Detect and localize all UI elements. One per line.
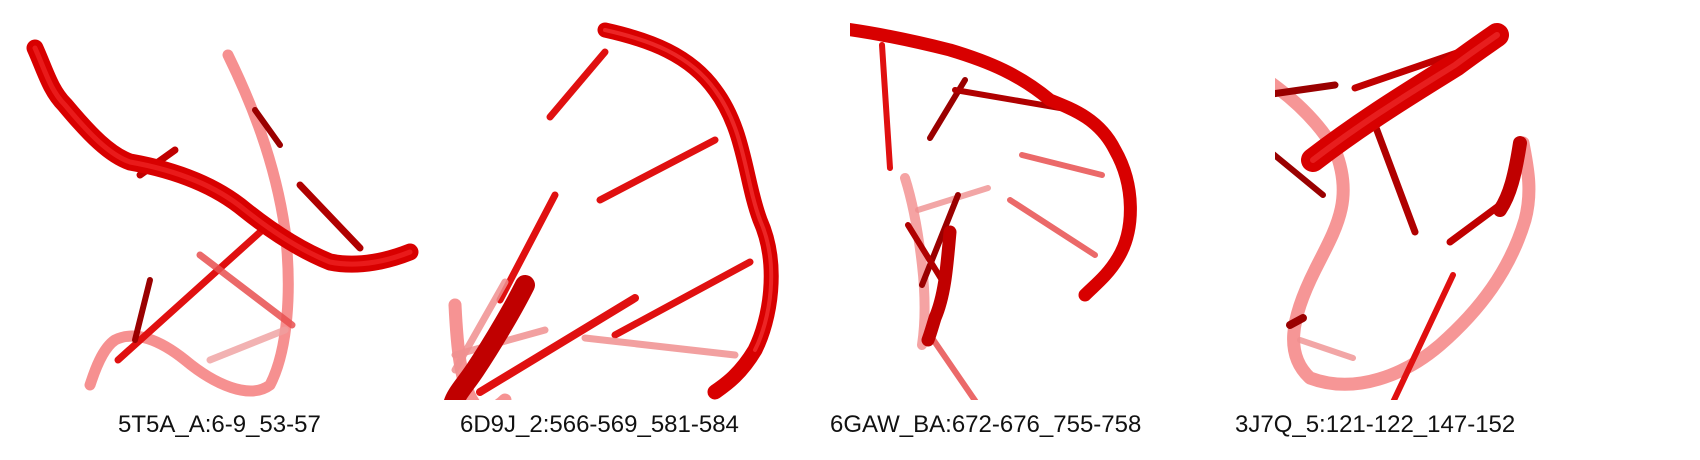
base-pairs-4 — [1275, 41, 1504, 400]
rna-structure-1-render — [26, 39, 419, 397]
base-pairs-1 — [114, 107, 364, 364]
front-strand-2 — [444, 22, 779, 400]
rna-structure-panel-3: 6GAW_BA:672-676_755-758 — [830, 0, 1275, 460]
front-strand-3 — [850, 23, 1137, 347]
back-strand-1 — [84, 49, 294, 397]
front-strand-1 — [26, 39, 419, 273]
rna-structure-2-render — [444, 22, 779, 400]
structure-caption-2: 6D9J_2:566-569_581-584 — [460, 411, 739, 438]
structure-caption-1: 5T5A_A:6-9_53-57 — [118, 411, 321, 438]
base-pairs-2 — [451, 48, 754, 396]
back-strand-2 — [448, 298, 512, 400]
rna-structure-3-render — [850, 23, 1137, 400]
rna-structure-4-render — [1275, 23, 1536, 400]
rna-structure-panel-4: 3J7Q_5:121-122_147-152 — [1235, 0, 1700, 460]
structure-caption-4: 3J7Q_5:121-122_147-152 — [1235, 411, 1516, 438]
front-strand-4 — [1301, 23, 1527, 217]
rna-structure-panel-2: 6D9J_2:566-569_581-584 — [425, 0, 850, 460]
rna-structure-panel-1: 5T5A_A:6-9_53-57 — [0, 0, 425, 460]
structure-caption-3: 6GAW_BA:672-676_755-758 — [830, 411, 1142, 438]
back-strand-3 — [900, 173, 930, 350]
base-pairs-3 — [879, 42, 1105, 400]
